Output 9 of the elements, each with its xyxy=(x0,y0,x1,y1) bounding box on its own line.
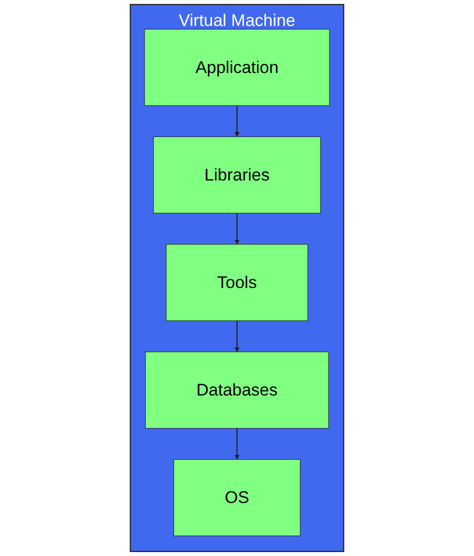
arrow xyxy=(234,106,240,137)
node-box: Libraries xyxy=(153,136,321,214)
arrow xyxy=(234,213,240,245)
node-box: OS xyxy=(173,459,301,536)
arrow xyxy=(234,428,240,460)
node-box: Tools xyxy=(166,244,308,322)
node-box: Databases xyxy=(145,352,329,429)
arrow xyxy=(234,320,240,352)
node-box: Application xyxy=(144,28,330,106)
